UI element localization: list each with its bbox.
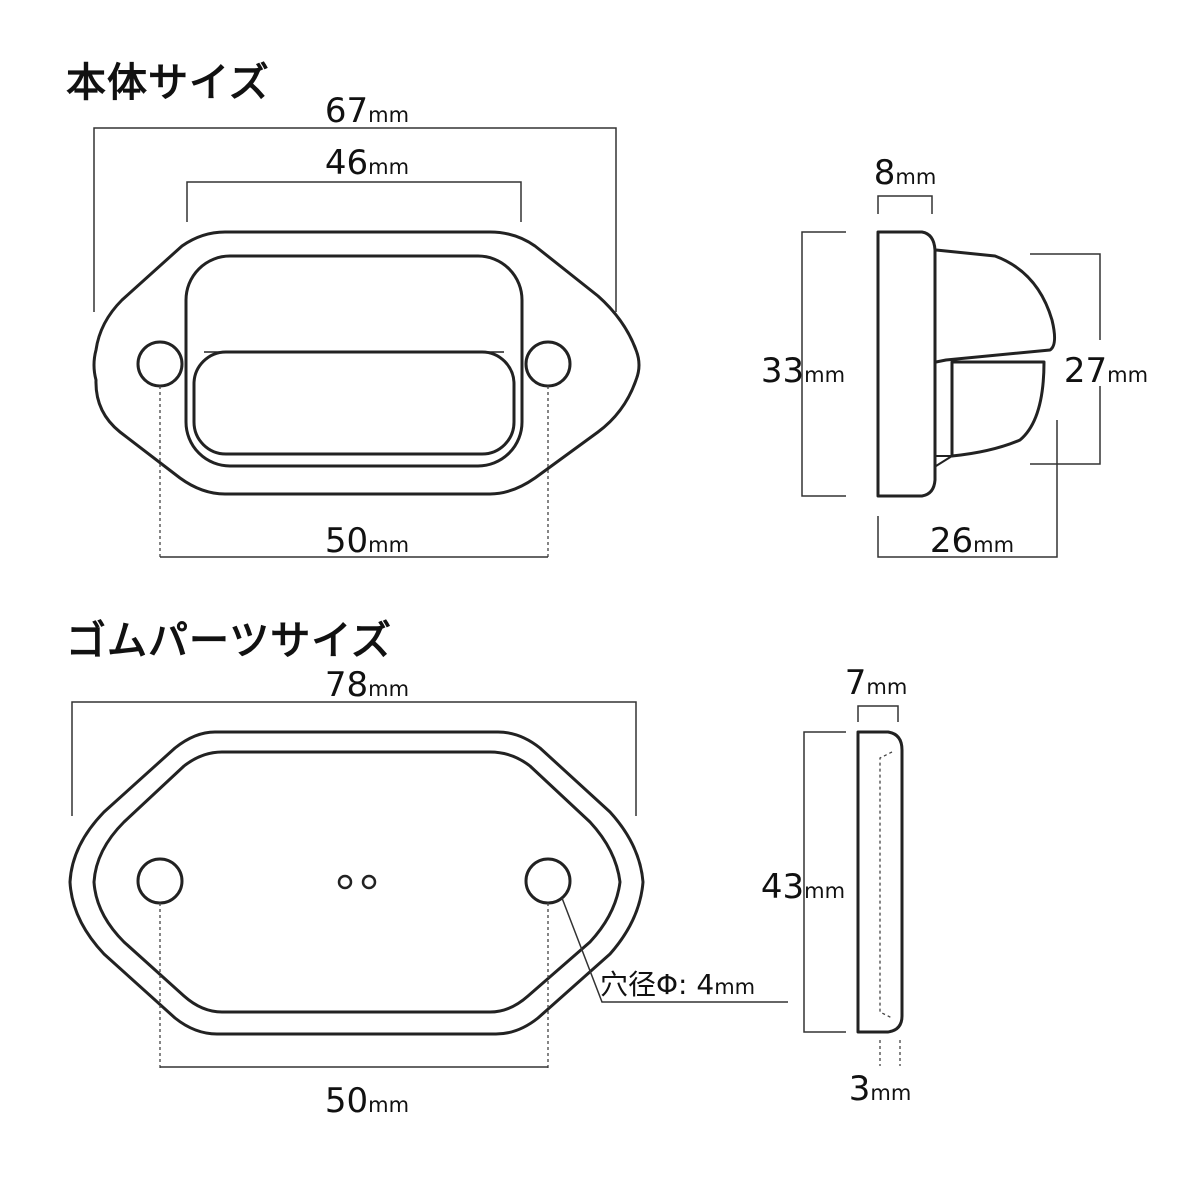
body-size-title: 本体サイズ — [66, 60, 270, 106]
body-lens — [192, 350, 516, 456]
body-base-depth-label: 8mm — [874, 153, 937, 193]
rubber-thickness-dimension-line — [857, 705, 899, 722]
body-height-label: 33mm — [761, 351, 845, 391]
body-total-depth-dimension-line — [877, 420, 1058, 558]
rubber-wire-hole-right — [361, 874, 377, 890]
rubber-inner-edge — [92, 750, 622, 1014]
body-outer-flange — [92, 230, 641, 496]
body-base-depth-dimension-line — [877, 195, 933, 214]
rubber-right-hole — [524, 857, 572, 905]
body-lens-width-dimension-line — [186, 181, 522, 222]
rubber-height-label: 43mm — [761, 867, 845, 907]
body-width-dimension-line — [93, 127, 617, 312]
rubber-size-title: ゴムパーツサイズ — [66, 618, 392, 664]
body-lens-height-label-bg — [1058, 340, 1150, 386]
rubber-height-dimension-line — [803, 731, 846, 1033]
rubber-hole-diameter-leader — [561, 897, 788, 1003]
body-side-base — [876, 230, 937, 498]
rubber-lip-label: 3mm — [849, 1069, 912, 1109]
body-side-lens-dome — [935, 248, 1057, 364]
body-lens-width-label: 46mm — [325, 143, 409, 183]
rubber-thickness-label: 7mm — [845, 663, 908, 703]
rubber-hole-pitch-label: 50mm — [325, 1081, 409, 1121]
rubber-side-inner-lip — [879, 751, 893, 1019]
body-lens-height-label: 27mm — [1064, 351, 1148, 391]
rubber-side-view — [856, 730, 904, 1034]
body-left-hole — [136, 340, 184, 388]
rubber-hole-diameter-note: 穴径Φ: 4mm — [600, 968, 755, 1001]
body-right-hole — [524, 340, 572, 388]
body-side-view — [876, 230, 1057, 498]
body-hole-pitch-label: 50mm — [325, 521, 409, 561]
rubber-outer-edge — [68, 730, 645, 1036]
body-lens-frame — [184, 254, 524, 468]
rubber-side-outline — [856, 730, 904, 1034]
body-total-depth-label: 26mm — [930, 521, 1014, 561]
rubber-left-hole — [136, 857, 184, 905]
body-side-lens-joint-2 — [935, 455, 953, 467]
body-side-lens-lower — [950, 360, 1046, 458]
rubber-wire-hole-left — [337, 874, 353, 890]
body-height-dimension-line — [801, 231, 846, 497]
rubber-width-dimension-line — [71, 701, 637, 816]
body-width-label: 67mm — [325, 91, 409, 131]
body-front-view — [92, 230, 641, 558]
rubber-width-label: 78mm — [325, 665, 409, 705]
rubber-front-view — [68, 730, 645, 1068]
